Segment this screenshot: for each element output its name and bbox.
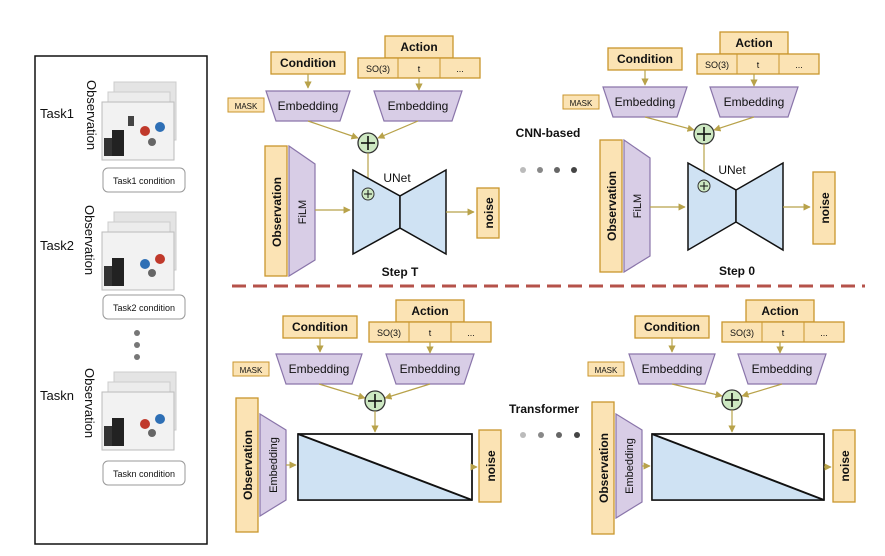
mask-label: MASK xyxy=(240,366,263,375)
ellipsis-label: ... xyxy=(467,328,475,338)
embedding-label: Embedding xyxy=(615,95,676,109)
so3-label: SO(3) xyxy=(705,60,729,70)
unet-label: UNet xyxy=(383,171,411,185)
observation-label: Observation xyxy=(597,433,611,503)
condition-label: Condition xyxy=(644,320,700,334)
film-label: FiLM xyxy=(297,200,309,224)
unet-label: UNet xyxy=(718,163,746,177)
ellipsis-label: ... xyxy=(795,60,803,70)
task-condition: Task1 condition xyxy=(113,176,175,186)
task-group-n: Taskn Observation Taskn condition xyxy=(40,368,186,486)
film-label: FiLM xyxy=(632,194,644,218)
ellipsis-label: ... xyxy=(820,328,828,338)
embedding-label: Embedding xyxy=(400,362,461,376)
step-0-label: Step 0 xyxy=(719,264,755,278)
embedding-label: Embedding xyxy=(289,362,350,376)
horizontal-dots xyxy=(520,167,577,173)
noise-label: noise xyxy=(838,450,852,482)
t-label: t xyxy=(757,60,760,70)
task-label: Task2 xyxy=(40,238,74,253)
task-panel: Task1 Observation Task1 condition Task2 … xyxy=(34,55,208,545)
noise-label: noise xyxy=(818,192,832,224)
ellipsis-label: ... xyxy=(456,64,464,74)
t-label: t xyxy=(418,64,421,74)
transformer-label: Transformer xyxy=(509,402,579,416)
step-t-label: Step T xyxy=(382,265,419,279)
transformer-right-block: Condition Action SO(3) t ... MASK Embedd… xyxy=(587,299,856,535)
task-group-1: Task1 Observation Task1 condition xyxy=(40,80,186,193)
embedding-label: Embedding xyxy=(752,362,813,376)
observation-image-stack xyxy=(101,81,177,161)
observation-label: Observation xyxy=(82,368,97,438)
embedding-label: Embedding xyxy=(278,99,339,113)
action-label: Action xyxy=(400,40,437,54)
transformer-left-block: Condition Action SO(3) t ... MASK Embedd… xyxy=(232,299,502,533)
condition-label: Condition xyxy=(280,56,336,70)
observation-label: Observation xyxy=(605,171,619,241)
embedding-label: Embedding xyxy=(388,99,449,113)
vertical-dots xyxy=(134,330,140,360)
noise-label: noise xyxy=(482,197,496,229)
task-label: Task1 xyxy=(40,106,74,121)
observation-image-stack xyxy=(101,371,177,451)
mask-label: MASK xyxy=(570,99,593,108)
horizontal-dots xyxy=(520,432,580,438)
observation-label: Observation xyxy=(241,430,255,500)
task-label: Taskn xyxy=(40,388,74,403)
condition-label: Condition xyxy=(617,52,673,66)
observation-label: Observation xyxy=(84,80,99,150)
cnn-step-0-block: Condition Action SO(3) t ... MASK Embedd… xyxy=(562,31,836,278)
cnn-step-t-block: Condition Action SO(3) t ... MASK Embedd… xyxy=(227,35,500,279)
mask-label: MASK xyxy=(235,102,258,111)
so3-label: SO(3) xyxy=(730,328,754,338)
cnn-based-label: CNN-based xyxy=(516,126,581,140)
noise-label: noise xyxy=(484,450,498,482)
embedding-label: Embedding xyxy=(268,437,280,493)
t-label: t xyxy=(429,328,432,338)
condition-label: Condition xyxy=(292,320,348,334)
so3-label: SO(3) xyxy=(377,328,401,338)
embedding-label: Embedding xyxy=(642,362,703,376)
task-condition: Taskn condition xyxy=(113,469,175,479)
action-label: Action xyxy=(411,304,448,318)
observation-image-stack xyxy=(101,211,177,291)
t-label: t xyxy=(782,328,785,338)
observation-label: Observation xyxy=(270,177,284,247)
task-group-2: Task2 Observation Task2 condition xyxy=(40,205,186,320)
observation-label: Observation xyxy=(82,205,97,275)
action-label: Action xyxy=(735,36,772,50)
embedding-label: Embedding xyxy=(724,95,785,109)
action-label: Action xyxy=(761,304,798,318)
so3-label: SO(3) xyxy=(366,64,390,74)
task-condition: Task2 condition xyxy=(113,303,175,313)
mask-label: MASK xyxy=(595,366,618,375)
embedding-label: Embedding xyxy=(624,438,636,494)
